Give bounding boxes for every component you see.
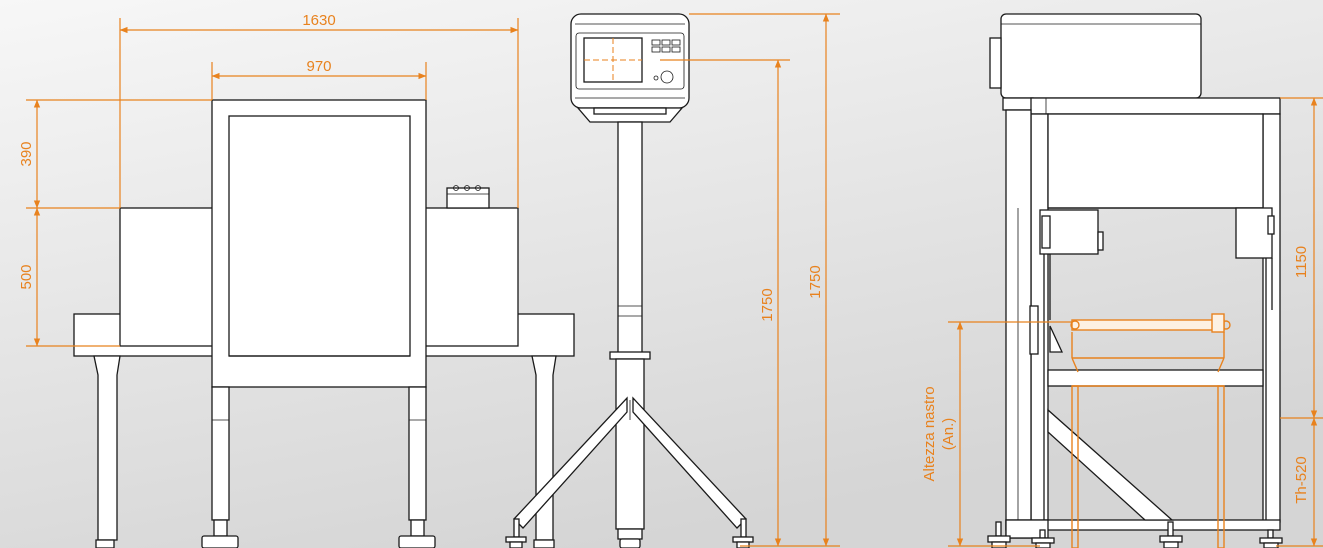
tripod-leg-left — [513, 396, 628, 529]
side-conveyor — [1070, 313, 1231, 548]
dim-frame-height-label: 1150 — [1293, 246, 1310, 278]
dim-belt-height-label-line1: Altezza nastro — [921, 386, 938, 481]
conveyor-leg-left — [93, 355, 121, 541]
side-view: Altezza nastro (An.) 1150 Th-520 — [921, 13, 1323, 548]
dim-belt-height-label-line2: (An.) — [940, 418, 957, 451]
side-feet — [987, 521, 1283, 548]
keypad-icon — [651, 39, 681, 53]
stand-clamp — [609, 351, 651, 360]
dim-lower-height-label: Th-520 — [1293, 456, 1310, 504]
side-diagonal-brace — [1047, 408, 1174, 521]
dim-stand-inner-height-label: 1750 — [759, 288, 776, 321]
side-middle-bar — [1047, 369, 1264, 387]
tripod-foot-left — [505, 518, 527, 548]
tripod-leg-right — [632, 396, 747, 529]
frame-leg-right — [408, 386, 427, 521]
side-detector-head — [1000, 13, 1202, 99]
side-frame-top-bar — [1030, 97, 1281, 115]
dim-stand-outer-height-label: 1750 — [807, 265, 824, 298]
frame-leg-left — [211, 386, 230, 521]
side-box-right — [1235, 207, 1273, 259]
dim-tunnel-height-label: 500 — [18, 264, 35, 289]
detector-aperture — [228, 115, 411, 357]
side-upper-panel — [1047, 113, 1264, 209]
dim-upper-height-label: 390 — [18, 141, 35, 166]
tripod-foot-right — [732, 518, 754, 548]
stand-column — [617, 121, 643, 355]
side-left-column — [1005, 109, 1032, 539]
control-knobs — [446, 187, 490, 209]
dim-inner-width-label: 970 — [306, 58, 331, 75]
stand-view: 1750 1750 — [505, 13, 840, 548]
dim-overall-length-label: 1630 — [302, 12, 335, 29]
power-knob-icon — [660, 70, 674, 84]
